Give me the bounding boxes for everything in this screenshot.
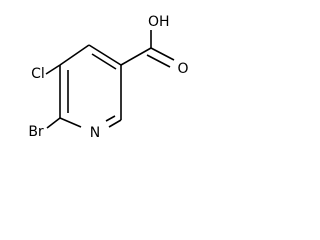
atom-label-hydroxyl: OH bbox=[148, 14, 170, 30]
bond-c5-cl bbox=[45, 64, 61, 75]
atom-label-carbonyl-oxygen: O bbox=[177, 61, 188, 77]
bond-c6-br bbox=[46, 117, 61, 129]
bond-c5-c4 bbox=[59, 44, 90, 66]
bond-carboxyl-o-2 bbox=[146, 54, 171, 68]
bond-c4-c3 bbox=[88, 44, 122, 66]
bond-c2-n bbox=[108, 119, 122, 128]
bond-c3-carboxyl bbox=[120, 47, 152, 66]
pyridine-ring bbox=[59, 44, 122, 128]
atom-label-chlorine: Cl bbox=[31, 66, 45, 82]
bond-n-c6 bbox=[59, 117, 82, 128]
bond-carboxyl-o-1 bbox=[150, 47, 175, 61]
bond-c4-c3-double bbox=[91, 53, 117, 70]
atom-label-ring-nitrogen: N bbox=[90, 125, 100, 141]
molecule-structure-drawing: OH O Cl Br N bbox=[28, 14, 188, 141]
bond-c2-n-double bbox=[105, 115, 116, 122]
atom-label-bromine: Br bbox=[28, 124, 44, 140]
